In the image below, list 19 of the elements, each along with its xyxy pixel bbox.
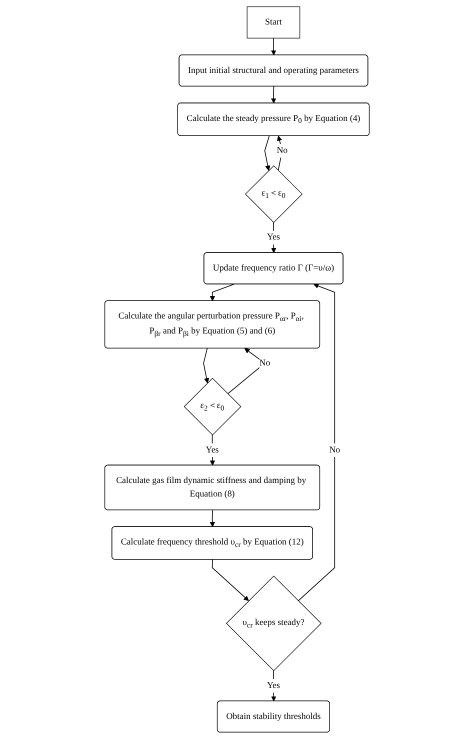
arrow [203,348,210,384]
arrow [210,284,234,302]
node-diamond: υ$_{cr}$ keeps steady? [226,576,322,672]
arrow [264,136,270,171]
arrow [212,559,249,602]
edge-label: No [329,445,340,455]
arrow [298,283,336,602]
arrow [210,434,216,466]
node-box: Start [246,6,300,38]
edge-label: Yes [206,445,219,455]
arrow [210,510,216,528]
node-diamond: ε$_{2}$＜ε$_{0}$ [184,378,242,436]
edge-label: Yes [266,680,280,690]
arrow [270,86,276,104]
edge-label: No [276,146,288,156]
arrow [270,38,276,56]
edge-label: Yes [266,232,280,242]
node-diamond: ε$_{1}$＜ε$_{0}$ [245,165,303,223]
edge-label: No [259,358,270,368]
